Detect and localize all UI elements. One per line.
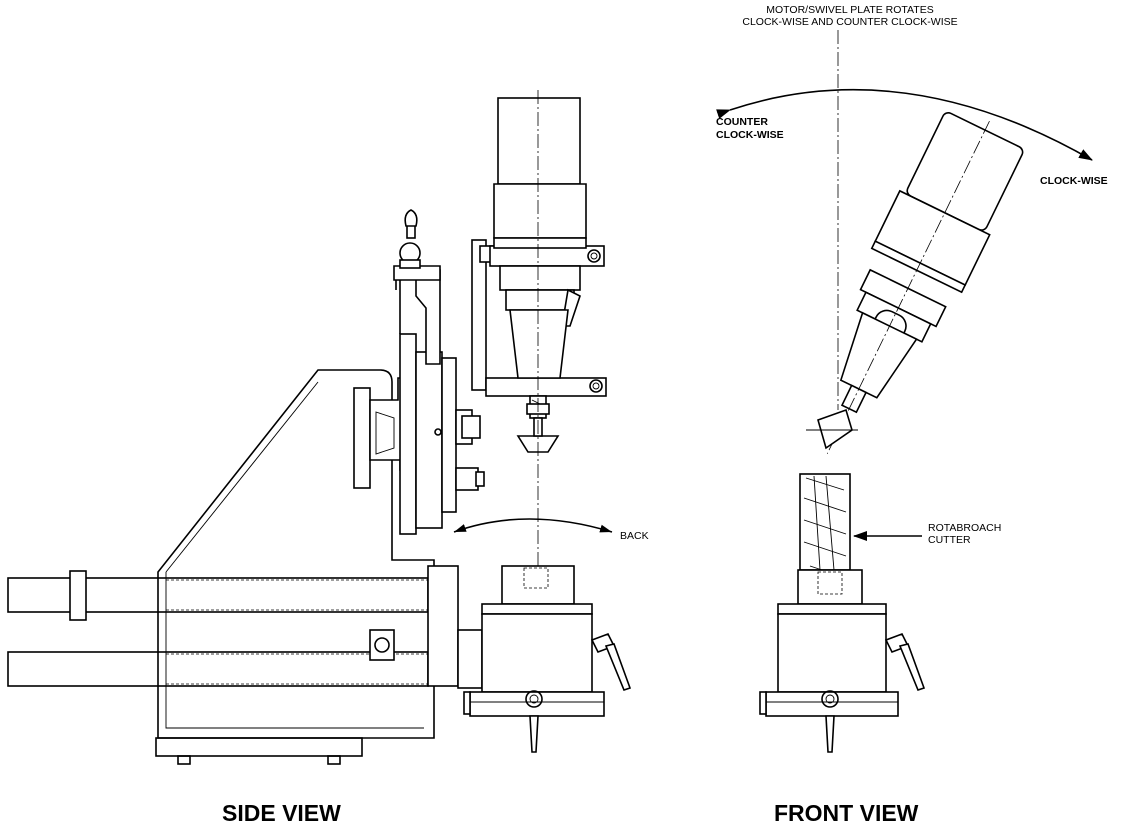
rotation-note: MOTOR/SWIVEL PLATE ROTATES CLOCK-WISE AN…	[700, 4, 1000, 28]
back-rotation-arrow	[453, 518, 613, 533]
motor-side	[493, 90, 587, 680]
rotabroach-cutter-line2: CUTTER	[928, 534, 971, 546]
nut-stack	[455, 409, 485, 491]
swivel-plate	[353, 209, 457, 535]
counter-clockwise-line2: CLOCK-WISE	[716, 129, 784, 141]
work-holder-side	[427, 565, 632, 753]
rotabroach-cutter-line1: ROTABROACH	[928, 522, 1002, 534]
clockwise-label: CLOCK-WISE	[1040, 175, 1108, 187]
counter-clockwise-line1: COUNTER	[716, 116, 768, 128]
rotabroach-cutter	[799, 473, 851, 579]
rotation-note-line2: CLOCK-WISE AND COUNTER CLOCK-WISE	[742, 16, 958, 28]
front-view-drawing	[716, 30, 1093, 753]
rotation-arc-arrow	[716, 88, 1093, 161]
side-view-drawing	[7, 90, 632, 765]
rotabroach-cutter-label: ROTABROACH CUTTER	[928, 522, 1001, 546]
counter-clockwise-label: COUNTER CLOCK-WISE	[716, 116, 784, 142]
work-holder-front	[759, 569, 926, 753]
rotation-note-line1: MOTOR/SWIVEL PLATE ROTATES	[766, 4, 934, 16]
side-view-title: SIDE VIEW	[222, 800, 341, 826]
motor-front-tilted	[826, 112, 1024, 454]
back-label: BACK	[620, 530, 649, 542]
front-view-title: FRONT VIEW	[774, 800, 919, 826]
guide-rods	[7, 570, 429, 687]
